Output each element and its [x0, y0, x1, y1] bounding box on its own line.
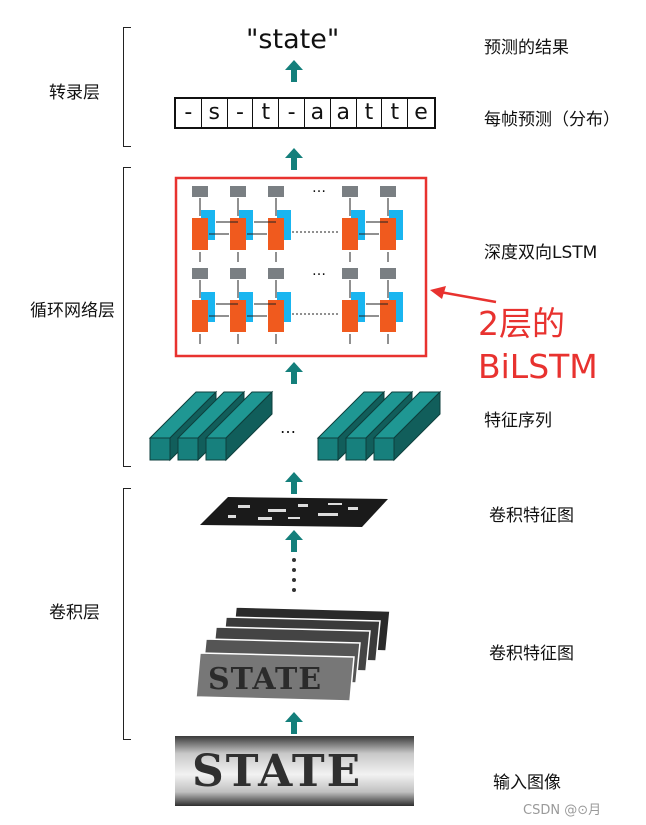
up-arrow-icon	[285, 60, 303, 82]
forward-lstm-cell	[342, 300, 358, 332]
up-arrow-icon	[285, 712, 303, 734]
frame-cell: -	[228, 99, 254, 127]
frame-cell: t	[357, 99, 383, 127]
conv-feature-map-stack	[196, 606, 391, 702]
input-image	[175, 736, 414, 806]
label-conv-map-top: 卷积特征图	[489, 506, 574, 526]
output-node	[268, 186, 284, 197]
input-image-text: STATE	[192, 746, 363, 797]
frame-cell: e	[414, 100, 428, 125]
output-node	[192, 186, 208, 197]
forward-lstm-cell	[380, 300, 396, 332]
conv-map-stack-text: STATE	[208, 662, 323, 697]
layer-label-recurrent: 循环网络层	[30, 301, 115, 321]
feature-bar-front	[373, 437, 395, 461]
layer-label-convolution: 卷积层	[49, 603, 100, 623]
feature-bar-front	[317, 437, 339, 461]
annotation-line2: BiLSTM	[478, 347, 598, 386]
feature-sequence-diagram	[148, 390, 442, 462]
bracket-transcription	[123, 27, 131, 147]
bracket-convolution	[123, 488, 131, 740]
output-node	[342, 268, 358, 279]
feature-ellipsis: …	[280, 418, 296, 437]
vertical-ellipsis-icon	[292, 558, 296, 592]
output-node	[380, 186, 396, 197]
prediction-text: "state"	[246, 24, 340, 55]
output-node	[230, 186, 246, 197]
forward-lstm-cell	[192, 300, 208, 332]
bilstm-ellipsis-top: …	[312, 180, 326, 196]
label-input-image: 输入图像	[493, 773, 561, 793]
output-node	[268, 268, 284, 279]
frame-cell: t	[382, 99, 409, 127]
bilstm-ellipsis-middle: …	[312, 263, 326, 279]
bilstm-diagram	[174, 176, 428, 358]
forward-lstm-cell	[192, 218, 208, 250]
frame-cell: a	[305, 99, 331, 127]
up-arrow-icon	[285, 530, 303, 552]
up-arrow-icon	[285, 362, 303, 384]
forward-lstm-cell	[230, 218, 246, 250]
feature-bar-front	[149, 437, 171, 461]
output-node	[380, 268, 396, 279]
forward-lstm-cell	[342, 218, 358, 250]
frame-cell: s	[202, 99, 228, 127]
label-conv-map-bottom: 卷积特征图	[489, 644, 574, 664]
frame-cell: -	[279, 99, 305, 127]
forward-lstm-cell	[230, 300, 246, 332]
watermark: CSDN @⊙月	[523, 803, 602, 818]
label-per-frame: 每帧预测（分布）	[484, 110, 620, 130]
frame-cell: a	[331, 99, 357, 127]
frame-sequence: - s - t - a a t t e	[174, 97, 436, 129]
label-result: 预测的结果	[484, 38, 569, 58]
label-feature-sequence: 特征序列	[484, 411, 552, 431]
feature-bar-front	[205, 437, 227, 461]
conv-feature-map-top	[200, 497, 388, 527]
frame-cell: -	[176, 99, 202, 127]
output-node	[192, 268, 208, 279]
feature-bar-front	[345, 437, 367, 461]
forward-lstm-cell	[268, 218, 284, 250]
output-node	[230, 268, 246, 279]
label-bilstm: 深度双向LSTM	[484, 243, 598, 263]
forward-lstm-cell	[268, 300, 284, 332]
annotation-arrow-icon	[430, 286, 497, 304]
up-arrow-icon	[285, 148, 303, 170]
feature-bar-front	[177, 437, 199, 461]
annotation-line1: 2层的	[478, 304, 565, 343]
output-node	[342, 186, 358, 197]
layer-label-transcription: 转录层	[49, 83, 100, 103]
bracket-recurrent	[123, 167, 131, 467]
up-arrow-icon	[285, 472, 303, 494]
forward-lstm-cell	[380, 218, 396, 250]
frame-cell: t	[253, 99, 280, 127]
